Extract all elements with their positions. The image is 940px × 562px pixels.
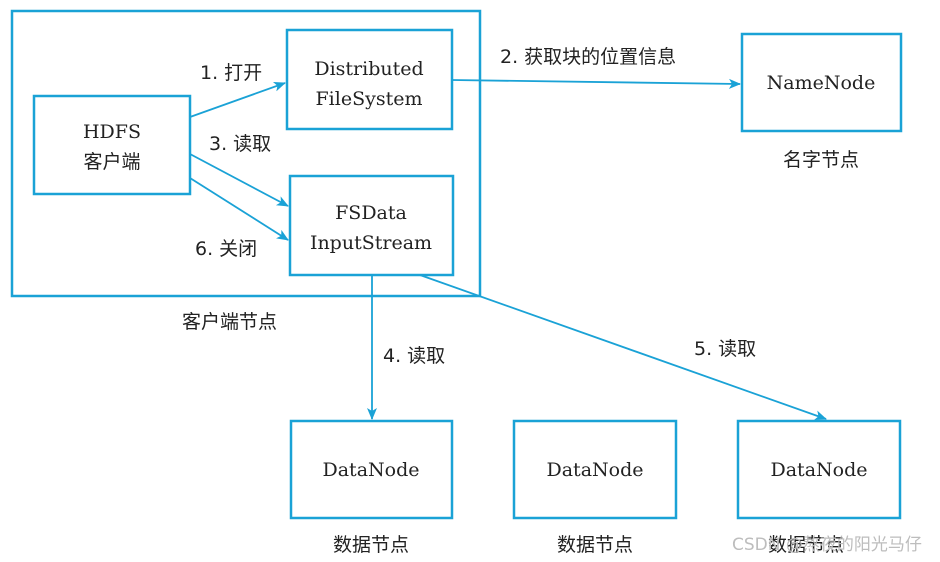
arrow-get-block-locations xyxy=(451,78,741,89)
step-get-block-locations-label: 2. 获取块的位置信息 xyxy=(500,46,676,68)
datanode-box-3 xyxy=(736,419,902,520)
step-close-label: 6. 关闭 xyxy=(195,238,257,260)
fsdata-inputstream-label-line1: FSData xyxy=(335,202,407,224)
step-open-label: 1. 打开 xyxy=(200,62,262,84)
watermark: CSDN @熬夜的阳光马仔 xyxy=(732,534,922,555)
datanode-caption-1: 数据节点 xyxy=(333,534,409,556)
namenode-caption: 名字节点 xyxy=(783,149,859,171)
datanode-caption-3: 数据节点 xyxy=(768,534,844,556)
distributed-filesystem-label-line2: FileSystem xyxy=(316,88,423,110)
hdfs-client-label-line2: 客户端 xyxy=(83,151,140,173)
arrow-read-client xyxy=(189,153,289,207)
datanode-label-3: DataNode xyxy=(771,459,868,481)
distributed-filesystem-box xyxy=(285,28,454,131)
arrow-read-datanode-3 xyxy=(419,274,827,421)
client-node-frame xyxy=(10,9,482,298)
step-read-datanode-3-label: 5. 读取 xyxy=(694,338,756,360)
namenode-box xyxy=(740,32,903,133)
fsdata-inputstream-label-line2: InputStream xyxy=(310,232,432,254)
step-read-client-label: 3. 读取 xyxy=(209,133,271,155)
distributed-filesystem-label-line1: Distributed xyxy=(314,58,423,80)
step-read-datanode-1-label: 4. 读取 xyxy=(383,345,445,367)
arrow-close xyxy=(189,177,289,241)
fsdata-inputstream-box xyxy=(288,174,455,277)
namenode-label: NameNode xyxy=(767,72,876,94)
client-node-caption: 客户端节点 xyxy=(182,311,277,333)
datanode-caption-2: 数据节点 xyxy=(557,534,633,556)
datanode-box-1 xyxy=(289,419,454,520)
arrow-open xyxy=(189,81,286,118)
hdfs-client-box xyxy=(32,94,192,196)
hdfs-client-label-line1: HDFS xyxy=(83,121,141,143)
datanode-box-2 xyxy=(512,419,678,520)
datanode-label-1: DataNode xyxy=(323,459,420,481)
datanode-label-2: DataNode xyxy=(547,459,644,481)
